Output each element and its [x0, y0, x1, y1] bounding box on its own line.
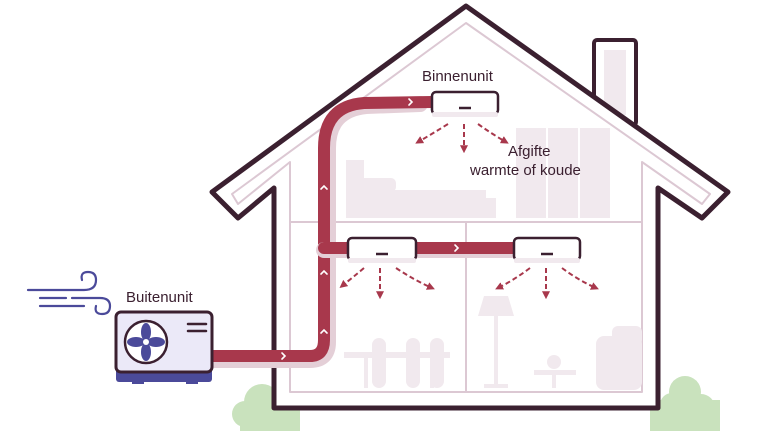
sofa — [596, 326, 642, 390]
output-label-line2: warmte of koude — [470, 162, 581, 179]
outdoor-unit-label: Buitenunit — [126, 289, 193, 306]
wind-icon — [26, 270, 112, 316]
attic-wardrobe — [516, 128, 610, 218]
indoor-unit-top — [430, 90, 500, 117]
attic-bed — [346, 160, 496, 218]
bush-right — [650, 376, 720, 431]
indoor-unit-label: Binnenunit — [422, 68, 493, 85]
house-inner-outline — [231, 22, 711, 393]
floor-lamp — [478, 296, 514, 388]
dining-set — [344, 338, 450, 388]
refrigerant-pipe — [204, 96, 524, 368]
fan-icon — [123, 319, 169, 365]
side-table — [534, 355, 576, 388]
indoor-unit-left — [346, 236, 418, 263]
indoor-unit-right — [512, 236, 582, 263]
output-label-line1: Afgifte — [508, 143, 551, 160]
pipe-direction-chevron-icon — [281, 98, 460, 360]
airflow-arrow-icon — [339, 123, 599, 300]
